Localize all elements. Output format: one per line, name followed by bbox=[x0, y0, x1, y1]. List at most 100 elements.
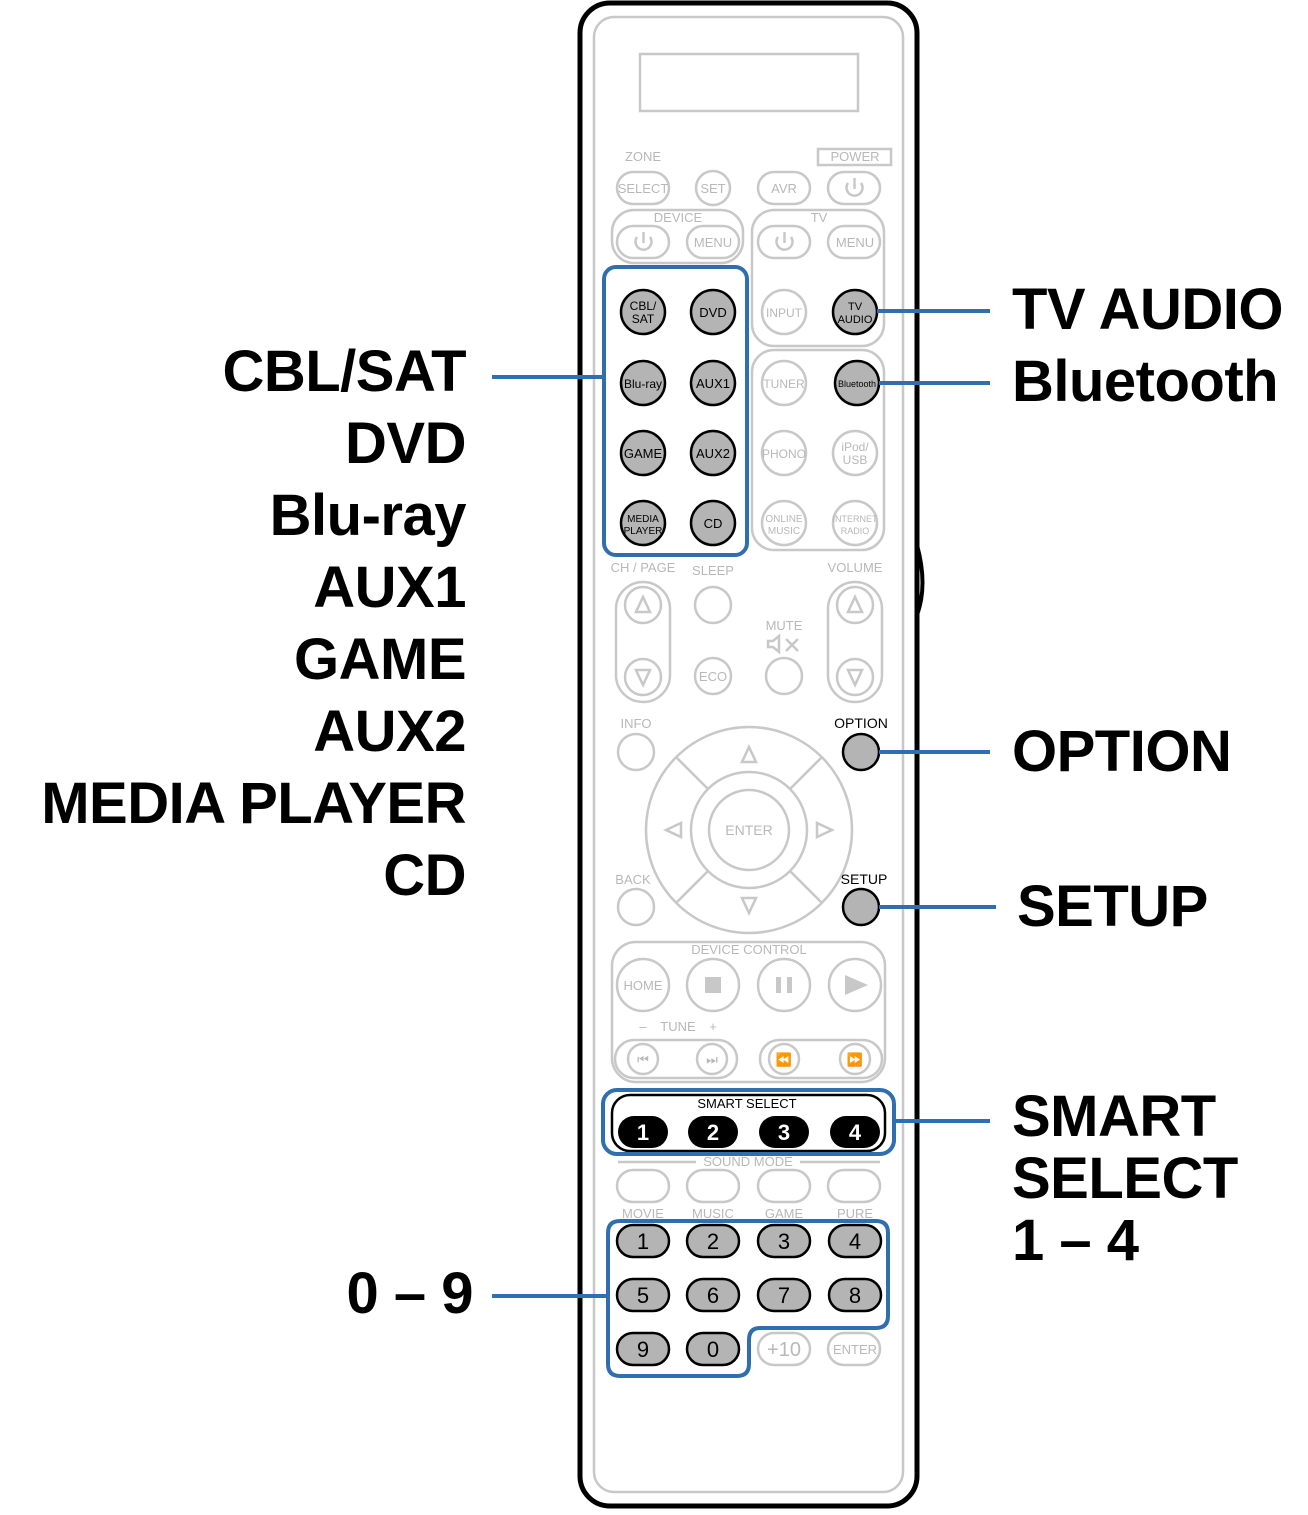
number-9-button[interactable] bbox=[615, 1331, 671, 1367]
skip-forward-icon: ⏭ bbox=[706, 1052, 718, 1067]
volume-rocker[interactable] bbox=[826, 580, 884, 704]
bluray-button[interactable] bbox=[619, 359, 667, 407]
aux2-text: AUX2 bbox=[696, 446, 730, 461]
smart-select-4-button[interactable] bbox=[830, 1116, 880, 1148]
music-button[interactable] bbox=[685, 1168, 741, 1204]
option-button[interactable] bbox=[841, 732, 881, 772]
number-4-button[interactable] bbox=[827, 1223, 883, 1259]
mute-button[interactable] bbox=[764, 656, 804, 696]
cursor-left-icon[interactable] bbox=[663, 821, 683, 839]
source-group-right bbox=[750, 348, 886, 552]
ch-up-button[interactable] bbox=[623, 585, 663, 625]
device-power-button[interactable] bbox=[615, 224, 671, 260]
volume-down-icon bbox=[846, 668, 864, 688]
volume-up-button[interactable] bbox=[835, 585, 875, 625]
movie-button[interactable] bbox=[615, 1168, 671, 1204]
tuner-button[interactable] bbox=[760, 359, 808, 407]
setup-label: SETUP bbox=[841, 871, 888, 887]
skip-forward-button[interactable] bbox=[695, 1042, 729, 1076]
online-music-button[interactable] bbox=[760, 499, 808, 547]
volume-label: VOLUME bbox=[828, 560, 883, 575]
play-button[interactable] bbox=[827, 957, 883, 1013]
ch-down-button[interactable] bbox=[623, 657, 663, 697]
stop-button[interactable] bbox=[685, 957, 741, 1013]
cursor-down-icon[interactable] bbox=[740, 896, 758, 916]
internet-radio-button[interactable] bbox=[831, 499, 879, 547]
skip-back-button[interactable] bbox=[626, 1042, 660, 1076]
number-2-button[interactable] bbox=[685, 1223, 741, 1259]
power-button[interactable] bbox=[826, 170, 882, 206]
device-menu-button[interactable] bbox=[685, 224, 741, 260]
cd-button[interactable] bbox=[689, 499, 737, 547]
smart-select-3-button[interactable] bbox=[759, 1116, 809, 1148]
input-button[interactable] bbox=[760, 288, 808, 336]
pause-button[interactable] bbox=[756, 957, 812, 1013]
cd-text: CD bbox=[704, 516, 723, 531]
device-control-label: DEVICE CONTROL bbox=[691, 942, 807, 957]
number-3-text: 3 bbox=[778, 1229, 790, 1254]
pure-button[interactable] bbox=[826, 1168, 882, 1204]
number-6-button[interactable] bbox=[685, 1277, 741, 1313]
zone-set-label: SET bbox=[700, 181, 725, 196]
number-7-text: 7 bbox=[778, 1283, 790, 1308]
sound-mode-label: SOUND MODE bbox=[703, 1154, 793, 1169]
option-label: OPTION bbox=[834, 715, 888, 731]
eco-button[interactable] bbox=[693, 656, 733, 696]
sleep-label: SLEEP bbox=[692, 563, 734, 578]
cbl-sat-button[interactable] bbox=[619, 288, 667, 336]
setup-button[interactable] bbox=[841, 887, 881, 927]
volume-down-button[interactable] bbox=[835, 657, 875, 697]
smart-select-2-button[interactable] bbox=[688, 1116, 738, 1148]
ipod-usb-button[interactable] bbox=[831, 429, 879, 477]
zone-select-button[interactable] bbox=[615, 170, 671, 206]
numeric-enter-button[interactable] bbox=[826, 1331, 882, 1367]
game-button[interactable] bbox=[619, 429, 667, 477]
media-player-button[interactable] bbox=[619, 499, 667, 547]
callout-source-list: CBL/SAT DVD Blu-ray AUX1 GAME AUX2 MEDIA… bbox=[41, 336, 466, 912]
home-text: HOME bbox=[624, 978, 663, 993]
back-label: BACK bbox=[615, 872, 651, 887]
smart-select-1-button[interactable] bbox=[618, 1116, 668, 1148]
bluetooth-text: Bluetooth bbox=[838, 379, 876, 389]
fast-forward-button[interactable] bbox=[838, 1042, 872, 1076]
ch-page-rocker[interactable] bbox=[614, 580, 672, 704]
number-3-button[interactable] bbox=[756, 1223, 812, 1259]
rewind-button[interactable] bbox=[767, 1042, 801, 1076]
info-button[interactable] bbox=[616, 732, 656, 772]
tune-group bbox=[613, 1038, 739, 1080]
number-1-button[interactable] bbox=[615, 1223, 671, 1259]
game-mode-button[interactable] bbox=[756, 1168, 812, 1204]
aux2-button[interactable] bbox=[689, 429, 737, 477]
home-button[interactable] bbox=[615, 957, 671, 1013]
aux1-button[interactable] bbox=[689, 359, 737, 407]
dvd-button[interactable] bbox=[689, 288, 737, 336]
plus10-button[interactable] bbox=[756, 1331, 812, 1367]
number-7-button[interactable] bbox=[756, 1277, 812, 1313]
number-8-button[interactable] bbox=[827, 1277, 883, 1313]
cbl-sat-text-1: CBL/ bbox=[630, 299, 657, 313]
smart-select-label: SMART SELECT bbox=[697, 1096, 796, 1111]
zone-set-button[interactable] bbox=[694, 169, 732, 207]
cursor-divider-1 bbox=[675, 756, 709, 790]
cursor-up-icon[interactable] bbox=[740, 744, 758, 764]
eco-text: ECO bbox=[699, 669, 727, 684]
number-0-button[interactable] bbox=[685, 1331, 741, 1367]
tuner-text: TUNER bbox=[763, 377, 805, 391]
cursor-right-icon[interactable] bbox=[815, 821, 835, 839]
phono-button[interactable] bbox=[760, 429, 808, 477]
enter-button[interactable] bbox=[707, 788, 791, 872]
number-5-button[interactable] bbox=[615, 1277, 671, 1313]
cursor-pad bbox=[644, 725, 854, 935]
enter-button-ring bbox=[689, 770, 809, 890]
online-text-2: MUSIC bbox=[768, 526, 800, 537]
tune-plus-glyph: + bbox=[709, 1019, 717, 1034]
sleep-button[interactable] bbox=[693, 585, 733, 625]
callout-option: OPTION bbox=[1012, 719, 1232, 784]
callout-setup: SETUP bbox=[1017, 874, 1208, 939]
mute-icon bbox=[766, 633, 799, 655]
callout-smart-select: SMART SELECT 1 – 4 bbox=[1012, 1086, 1238, 1272]
avr-button[interactable] bbox=[756, 170, 812, 206]
back-button[interactable] bbox=[616, 887, 656, 927]
tv-menu-button[interactable] bbox=[826, 224, 882, 260]
tv-power-button[interactable] bbox=[756, 224, 812, 260]
